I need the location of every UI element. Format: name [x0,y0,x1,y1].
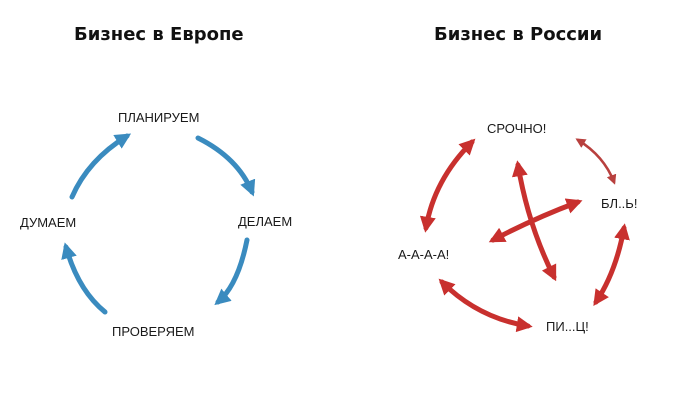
arrow-think-to-plan [69,133,132,200]
europe-node-check: ПРОВЕРЯЕМ [112,324,195,339]
arrow-plan-to-do [195,135,256,197]
russia-node-urgent: СРОЧНО! [487,121,547,136]
arrow-urgent-swear1 [575,138,617,185]
europe-cycle [61,133,256,315]
europe-node-think: ДУМАЕМ [20,215,77,230]
arrow-cross-horizontal [488,198,583,243]
russia-node-swear2: ПИ...Ц! [546,319,589,334]
europe-title: Бизнес в Европе [74,24,244,45]
russia-node-panic: А-А-А-А! [398,247,450,262]
russia-chaos [419,138,630,333]
arrow-do-to-check [214,237,250,306]
arrow-check-to-think [61,242,108,315]
europe-node-do: ДЕЛАЕМ [238,214,293,229]
arrow-panic-swear2 [438,278,533,333]
arrow-swear1-swear2 [593,223,630,306]
europe-node-plan: ПЛАНИРУЕМ [118,110,200,125]
russia-title: Бизнес в России [434,24,603,45]
arrow-urgent-panic [419,138,476,233]
russia-node-swear1: БЛ..Ь! [601,196,638,211]
